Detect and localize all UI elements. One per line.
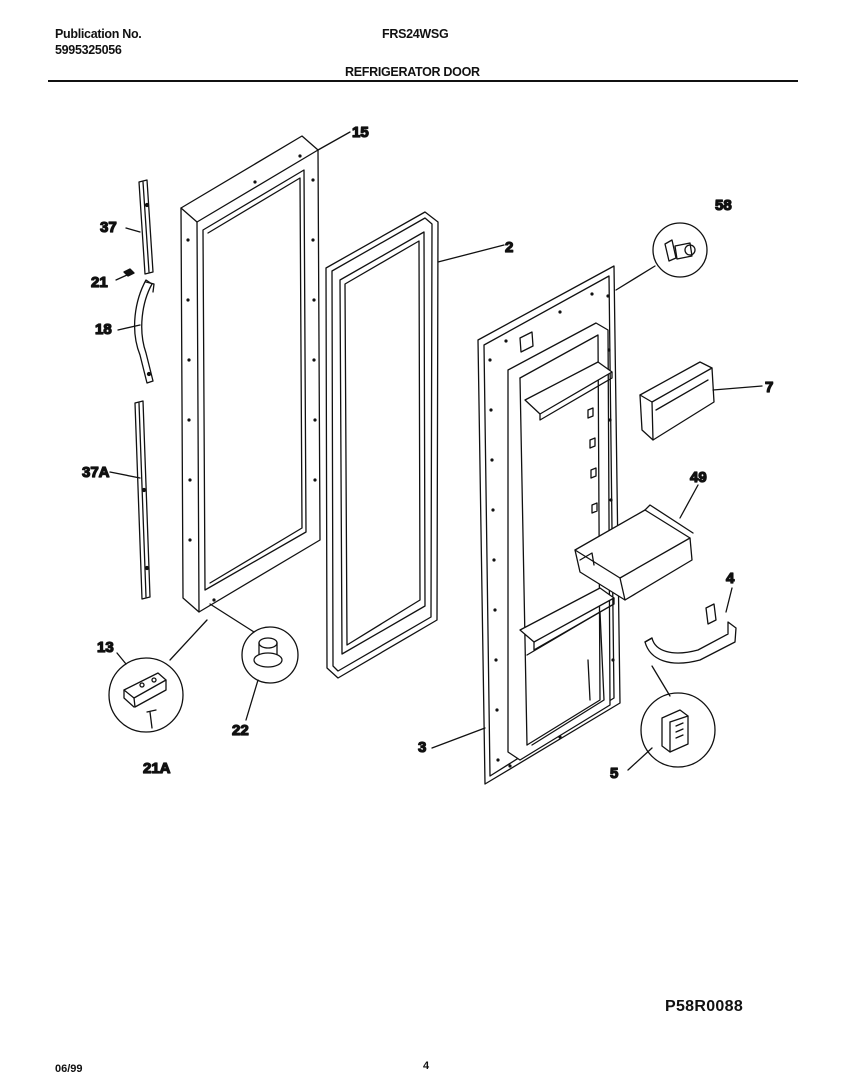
callout-37a: 37A bbox=[82, 464, 110, 481]
part-2-gasket bbox=[325, 211, 439, 679]
callout-5: 5 bbox=[610, 765, 618, 782]
part-37-trim-strip bbox=[138, 179, 154, 275]
part-13-hinge-detail bbox=[108, 619, 208, 733]
leader-lines bbox=[109, 131, 763, 771]
callout-21a: 21A bbox=[143, 760, 171, 777]
part-37a-trim-strip bbox=[134, 400, 151, 600]
callout-22: 22 bbox=[232, 722, 249, 739]
part-4-bin-retainer bbox=[644, 603, 737, 664]
part-49-door-bin bbox=[574, 504, 694, 601]
callout-37: 37 bbox=[100, 219, 117, 236]
section-title: REFRIGERATOR DOOR bbox=[345, 65, 480, 79]
callout-58: 58 bbox=[715, 197, 732, 214]
callout-49: 49 bbox=[690, 469, 707, 486]
callout-15: 15 bbox=[352, 124, 369, 141]
callout-2: 2 bbox=[505, 239, 513, 256]
part-3-door-liner bbox=[477, 265, 621, 785]
header-rule bbox=[48, 80, 798, 82]
part-7-dairy-cover bbox=[639, 361, 715, 441]
model-number: FRS24WSG bbox=[382, 27, 449, 41]
callout-13: 13 bbox=[97, 639, 114, 656]
callout-3: 3 bbox=[418, 739, 426, 756]
part-58-screw-detail bbox=[615, 222, 708, 291]
callout-18: 18 bbox=[95, 321, 112, 338]
part-5-clip-detail bbox=[640, 665, 716, 768]
part-18-handle bbox=[134, 279, 155, 384]
page-number: 4 bbox=[423, 1060, 430, 1072]
diagram-code: P58R0088 bbox=[665, 998, 744, 1015]
part-15-door-frame bbox=[180, 135, 321, 613]
part-22-stop-detail bbox=[209, 603, 299, 684]
callout-7: 7 bbox=[765, 379, 773, 396]
publication-number: 5995325056 bbox=[55, 43, 122, 57]
footer-date: 06/99 bbox=[55, 1063, 83, 1075]
callout-4: 4 bbox=[726, 570, 735, 587]
publication-label: Publication No. bbox=[55, 27, 142, 41]
part-21-screw bbox=[123, 268, 135, 277]
callout-21: 21 bbox=[91, 274, 108, 291]
